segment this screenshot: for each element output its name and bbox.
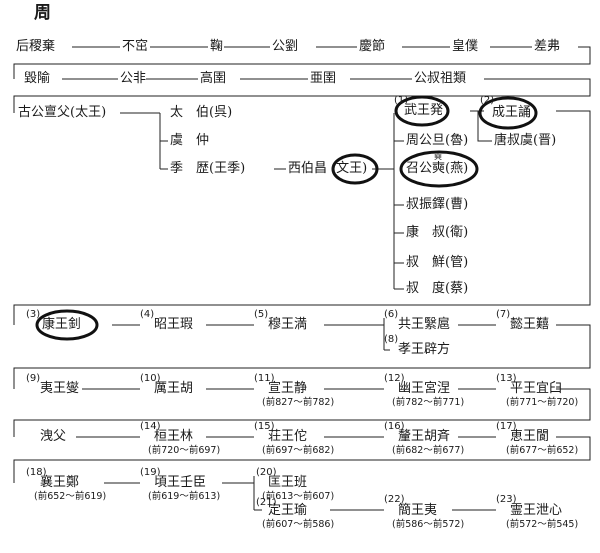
king-name: 孝王辟方 <box>398 342 451 357</box>
son-wenwang: 叔振鐸(曹) <box>406 197 469 212</box>
king-name: 共王繄扈 <box>398 317 451 332</box>
reign-years: (前771～前720) <box>506 397 579 408</box>
king-number: (19) <box>140 467 161 478</box>
king-name: 幽王宮涅 <box>398 381 451 396</box>
king-name: 恵王閬 <box>510 429 550 444</box>
ancestor-name: 公非 <box>120 71 147 86</box>
chengwang: 成王誦 <box>492 105 532 120</box>
xibochang: 西伯昌 <box>288 161 328 176</box>
king-name: 懿王囏 <box>510 317 550 332</box>
reign-years: (前572～前545) <box>506 519 579 530</box>
reign-years: (前586～前572) <box>392 519 465 530</box>
king-number: (10) <box>140 373 161 384</box>
king-number: (15) <box>254 421 275 432</box>
king-name: 平王宜臼 <box>510 381 563 396</box>
king-name: 頃王壬臣 <box>154 475 207 490</box>
son-wenwang: 叔 度(蔡) <box>406 281 469 296</box>
reign-years: (前677～前652) <box>506 445 579 456</box>
son-taiwang: 季 歴(王季) <box>170 161 246 176</box>
king-name: 定王瑜 <box>268 503 308 518</box>
king-name: 簡王夷 <box>398 503 438 518</box>
king-number: (21) <box>256 497 277 508</box>
son-taiwang: 虞 仲 <box>170 133 210 148</box>
reign-years: (前782～前771) <box>392 397 465 408</box>
handwritten-annotation: 奭 <box>434 152 442 161</box>
king-number: (13) <box>496 373 517 384</box>
ancestor-name: 公叔祖類 <box>414 71 467 86</box>
reign-years: (前682～前677) <box>392 445 465 456</box>
king-name: 厲王胡 <box>154 381 194 396</box>
king-number: (16) <box>384 421 405 432</box>
son-taiwang: 太 伯(呉) <box>170 105 233 120</box>
king-number: (11) <box>254 373 275 384</box>
king-number: (22) <box>384 494 405 505</box>
reign-years: (前613～前607) <box>262 491 335 502</box>
king-name: 襄王鄭 <box>40 475 80 490</box>
reign-years: (前697～前682) <box>262 445 335 456</box>
reign-years: (前827～前782) <box>262 397 335 408</box>
page-title: 周 <box>34 3 51 23</box>
king-number: (17) <box>496 421 517 432</box>
king-number: (14) <box>140 421 161 432</box>
king-name: 匡王班 <box>268 475 308 490</box>
tangshu: 唐叔虞(晋) <box>494 133 557 148</box>
king-number: (12) <box>384 373 405 384</box>
reign-years: (前652～前619) <box>34 491 107 502</box>
king-number: (4) <box>140 309 155 320</box>
ancestor-name: 差弗 <box>534 39 561 54</box>
king-number: (2) <box>480 95 495 106</box>
son-wenwang: 叔 鮮(管) <box>406 255 469 270</box>
reign-years: (前619～前613) <box>148 491 221 502</box>
reign-years: (前607～前586) <box>262 519 335 530</box>
king-name: 荘王佗 <box>268 429 308 444</box>
king-number: (9) <box>26 373 41 384</box>
ancestor-name: 亜圉 <box>310 71 337 86</box>
king-name: 穆王満 <box>268 317 308 332</box>
king-number: (6) <box>384 309 399 320</box>
ancestor-name: 毀隃 <box>24 71 51 86</box>
king-number: (8) <box>384 334 399 345</box>
ancestor-name: 鞠 <box>210 39 224 54</box>
reign-years: (前720～前697) <box>148 445 221 456</box>
king-number: (18) <box>26 467 47 478</box>
wenwang: (文王) <box>331 161 368 176</box>
xiefu: 洩父 <box>40 429 67 444</box>
taiwang: 古公亶父(太王) <box>18 105 107 120</box>
son-wenwang: 召公奭(燕) <box>406 161 469 176</box>
son-wenwang: 武王発 <box>404 103 444 118</box>
king-number: (20) <box>256 467 277 478</box>
king-name: 夷王燮 <box>40 381 80 396</box>
king-name: 桓王林 <box>154 429 194 444</box>
ancestor-name: 慶節 <box>359 39 386 54</box>
ancestor-name: 公劉 <box>272 39 299 54</box>
king-name: 昭王瑕 <box>154 317 194 332</box>
king-name: 康王釗 <box>42 317 82 332</box>
king-name: 宣王静 <box>268 381 308 396</box>
ancestor-name: 后稷棄 <box>16 39 56 54</box>
son-wenwang: 康 叔(衛) <box>406 225 469 240</box>
son-wenwang: 周公旦(魯) <box>406 133 469 148</box>
king-number: (1) <box>394 95 409 106</box>
king-number: (3) <box>26 309 41 320</box>
ancestor-name: 不窋 <box>122 39 149 54</box>
king-number: (5) <box>254 309 269 320</box>
king-number: (7) <box>496 309 511 320</box>
king-name: 釐王胡斉 <box>398 429 451 444</box>
ancestor-name: 高圉 <box>200 71 227 86</box>
king-number: (23) <box>496 494 517 505</box>
ancestor-name: 皇僕 <box>452 39 479 54</box>
king-name: 霊王泄心 <box>510 503 563 518</box>
